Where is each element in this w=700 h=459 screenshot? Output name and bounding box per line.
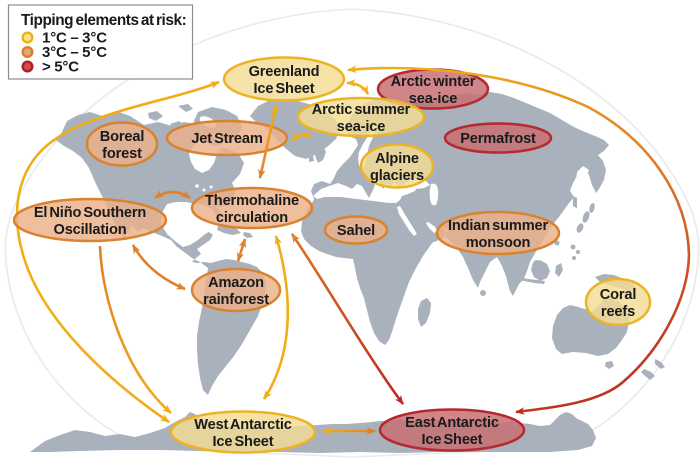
svg-text:Jet Stream: Jet Stream: [191, 131, 263, 147]
svg-text:sea-ice: sea-ice: [337, 119, 385, 135]
svg-text:circulation: circulation: [216, 210, 288, 226]
svg-text:El Niño Southern: El Niño Southern: [34, 205, 147, 221]
svg-text:1°C – 3°C: 1°C – 3°C: [42, 30, 107, 47]
svg-text:monsoon: monsoon: [466, 235, 531, 251]
svg-text:Tipping elements at risk:: Tipping elements at risk:: [21, 12, 186, 29]
svg-text:Permafrost: Permafrost: [460, 131, 536, 147]
svg-text:Arctic winter: Arctic winter: [391, 74, 476, 90]
svg-text:Indian summer: Indian summer: [448, 218, 549, 234]
svg-text:Oscillation: Oscillation: [54, 222, 127, 238]
svg-text:West Antarctic: West Antarctic: [194, 417, 292, 433]
svg-text:East Antarctic: East Antarctic: [405, 415, 499, 431]
svg-text:Coral: Coral: [600, 287, 637, 303]
svg-text:forest: forest: [102, 146, 142, 162]
svg-text:Greenland: Greenland: [249, 64, 320, 80]
svg-text:Arctic summer: Arctic summer: [312, 102, 411, 118]
svg-text:Ice Sheet: Ice Sheet: [422, 432, 483, 448]
svg-text:3°C – 5°C: 3°C – 5°C: [42, 44, 107, 61]
svg-text:Alpine: Alpine: [375, 151, 419, 167]
svg-text:Ice Sheet: Ice Sheet: [254, 81, 315, 97]
svg-text:glaciers: glaciers: [370, 168, 424, 184]
svg-text:sea-ice: sea-ice: [409, 91, 457, 107]
svg-text:Boreal: Boreal: [100, 129, 145, 145]
svg-text:Ice Sheet: Ice Sheet: [213, 434, 274, 450]
svg-text:Sahel: Sahel: [337, 223, 375, 239]
svg-text:> 5°C: > 5°C: [42, 59, 79, 76]
svg-text:Amazon: Amazon: [208, 275, 264, 291]
svg-text:reefs: reefs: [601, 304, 635, 320]
svg-text:Thermohaline: Thermohaline: [205, 193, 299, 209]
svg-text:rainforest: rainforest: [203, 292, 269, 308]
